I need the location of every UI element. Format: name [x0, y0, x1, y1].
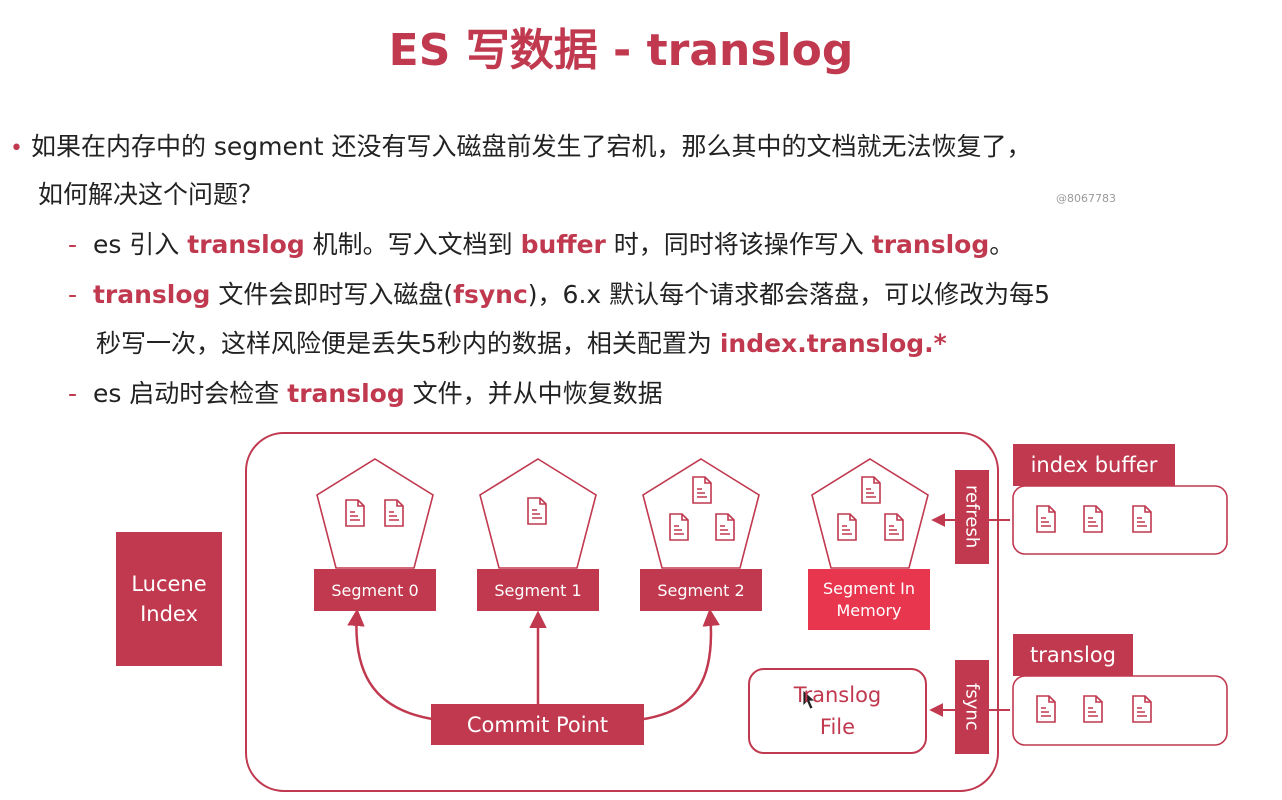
- bullet-line-2: 如何解决这个问题？: [38, 180, 264, 209]
- refresh-tag: refresh: [955, 470, 989, 564]
- document-icon: [1036, 505, 1056, 533]
- sub-bullet-2: - translog 文件会即时写入磁盘(fsync)，6.x 默认每个请求都会…: [68, 276, 1050, 314]
- segment-in-memory-line-2: Memory: [836, 600, 902, 620]
- document-icon: [527, 497, 547, 525]
- segment-1-label: Segment 1: [477, 569, 599, 611]
- document-icon: [1036, 695, 1056, 723]
- document-icon: [837, 513, 857, 541]
- document-icon: [884, 513, 904, 541]
- sub1-text-4: 。: [989, 230, 1015, 259]
- sub3-highlight-1: translog: [287, 379, 405, 408]
- bullet-text-1: 如果在内存中的 segment 还没有写入磁盘前发生了宕机，那么其中的文档就无法…: [30, 132, 1032, 161]
- segment-0-pentagon: [316, 458, 434, 569]
- sub1-highlight-1: translog: [187, 230, 305, 259]
- translog-box: [1012, 675, 1228, 746]
- sub1-text-1: es 引入: [92, 230, 188, 259]
- segment-2-label: Segment 2: [640, 569, 762, 611]
- sub1-text-2: 机制。写入文档到: [304, 230, 521, 259]
- document-icon: [715, 513, 735, 541]
- lucene-index-box: Lucene Index: [116, 532, 222, 666]
- sub2-text-1: 文件会即时写入磁盘(: [210, 280, 454, 309]
- index-buffer-header: index buffer: [1013, 444, 1175, 486]
- commit-point-box: Commit Point: [431, 704, 644, 745]
- bullet-line-1: • 如果在内存中的 segment 还没有写入磁盘前发生了宕机，那么其中的文档就…: [10, 128, 1032, 168]
- sub-bullet-2-cont: 秒写一次，这样风险便是丢失5秒内的数据，相关配置为 index.translog…: [96, 325, 947, 363]
- document-icon: [861, 476, 881, 504]
- page-title: ES 写数据 - translog: [388, 25, 854, 76]
- document-icon: [384, 499, 404, 527]
- segment-in-memory-line-1: Segment In: [823, 578, 915, 598]
- sub-bullet-1: - es 引入 translog 机制。写入文档到 buffer 时，同时将该操…: [68, 226, 1014, 264]
- sub2-highlight-2: fsync: [453, 280, 528, 309]
- document-icon: [1083, 505, 1103, 533]
- sub1-highlight-2: buffer: [520, 230, 606, 259]
- sub2-highlight-3: index.translog.*: [719, 329, 947, 358]
- lucene-container: [245, 432, 999, 792]
- segment-memory-pentagon: [811, 458, 929, 569]
- segment-1-pentagon: [479, 458, 597, 569]
- dash-icon: -: [68, 230, 78, 259]
- translog-file-box: Translog File: [748, 668, 927, 754]
- mouse-cursor-icon: [802, 689, 817, 710]
- dash-icon: -: [68, 280, 78, 309]
- translog-file-line-1: Translog: [793, 683, 882, 707]
- sub1-highlight-3: translog: [871, 230, 990, 259]
- sub3-text-1: es 启动时会检查: [92, 379, 288, 408]
- document-icon: [1083, 695, 1103, 723]
- fsync-tag: fsync: [955, 660, 989, 754]
- commit-arrow-segment-2: [643, 608, 720, 721]
- document-icon: [345, 499, 365, 527]
- sub-bullet-3: - es 启动时会检查 translog 文件，并从中恢复数据: [68, 375, 663, 413]
- sub1-text-3: 时，同时将该操作写入: [605, 230, 872, 259]
- commit-arrow-segment-0: [347, 608, 433, 721]
- watermark: @8067783: [1056, 192, 1116, 205]
- segment-in-memory-label: Segment In Memory: [808, 569, 930, 630]
- index-buffer-box: [1012, 485, 1228, 555]
- translog-header: translog: [1013, 634, 1133, 676]
- lucene-index-label-1: Lucene: [131, 572, 207, 596]
- document-icon: [669, 513, 689, 541]
- sub3-text-2: 文件，并从中恢复数据: [404, 379, 663, 408]
- segment-2-pentagon: [642, 458, 760, 569]
- document-icon: [1132, 695, 1152, 723]
- segment-0-label: Segment 0: [314, 569, 436, 611]
- sub2-highlight-1: translog: [92, 280, 211, 309]
- translog-file-line-2: File: [819, 715, 856, 739]
- document-icon: [1132, 505, 1152, 533]
- sub2-text-3: 秒写一次，这样风险便是丢失5秒内的数据，相关配置为: [96, 329, 720, 358]
- dash-icon: -: [68, 379, 78, 408]
- document-icon: [692, 476, 712, 504]
- sub2-text-2: )，6.x 默认每个请求都会落盘，可以修改为每5: [527, 280, 1051, 309]
- lucene-index-label-2: Index: [140, 602, 198, 626]
- bullet-dot-icon: •: [10, 136, 23, 161]
